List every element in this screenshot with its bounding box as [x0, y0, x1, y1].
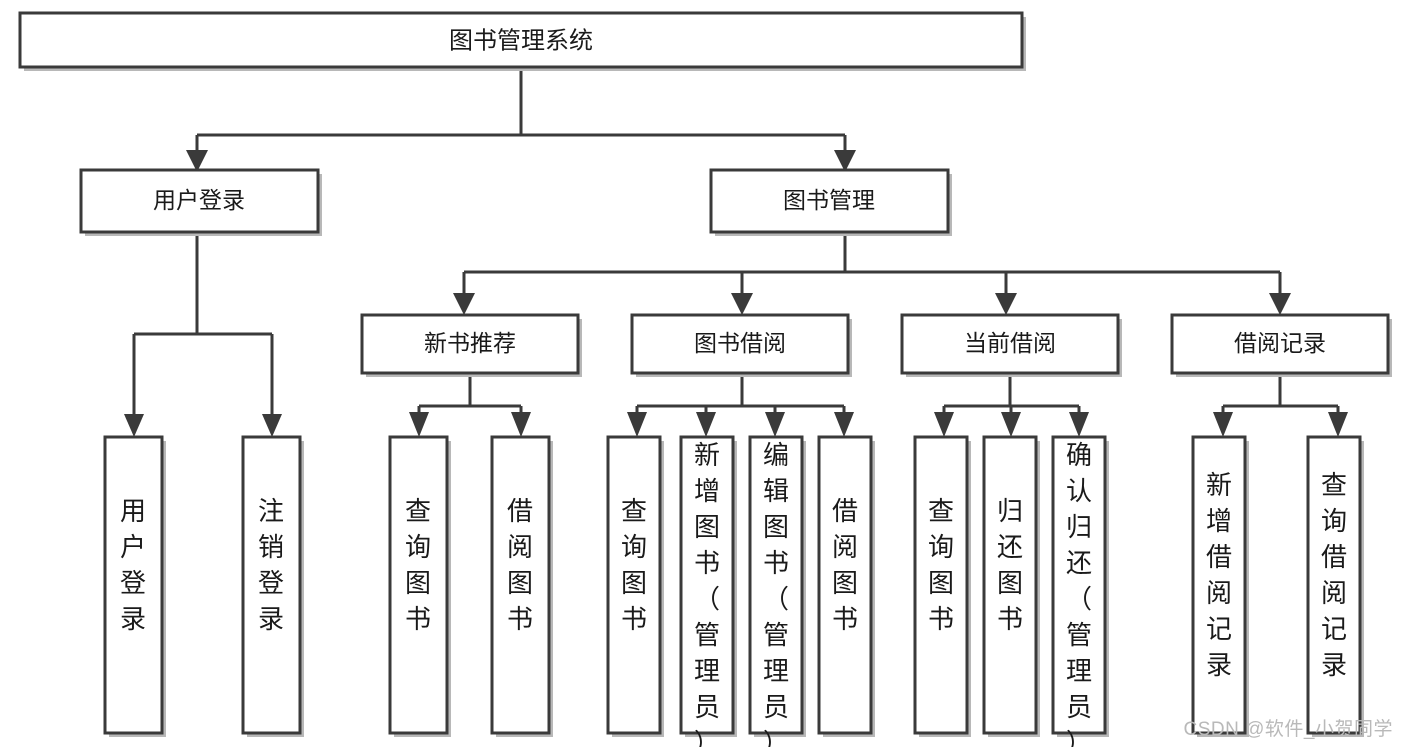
node-root-label: 图书管理系统	[449, 27, 593, 54]
leaf-new-book-0[interactable]: 查询图书	[388, 435, 451, 737]
leaf-borrow-record-1-box	[1306, 435, 1362, 735]
leaf-book-borrow-1-label: 新增图书（管理员）	[694, 440, 720, 747]
node-book-manage-label: 图书管理	[783, 187, 875, 213]
arrow-leaf-book-borrow-1	[696, 412, 716, 437]
leaf-user-login-0-label: 用户登录	[120, 496, 146, 634]
node-book-manage-box	[709, 168, 950, 234]
arrow-to-book-manage	[834, 150, 856, 172]
node-new-book-recommend[interactable]: 新书推荐	[360, 313, 582, 377]
node-book-borrow-label: 图书借阅	[694, 330, 786, 356]
leaf-current-borrow-0-label: 查询图书	[928, 496, 954, 634]
arrow-to-borrow-record	[1269, 293, 1291, 315]
node-root[interactable]: 图书管理系统	[18, 11, 1026, 71]
leaf-current-borrow-1-label: 归还图书	[997, 496, 1023, 634]
leaf-user-login-1-label: 注销登录	[258, 496, 284, 634]
arrow-leaf-current-borrow-2	[1069, 412, 1089, 437]
leaf-new-book-0-label: 查询图书	[405, 496, 431, 634]
node-borrow-record[interactable]: 借阅记录	[1170, 313, 1392, 377]
leaf-current-borrow-2-label: 确认归还（管理员）	[1066, 440, 1092, 747]
node-new-book-recommend-box	[360, 313, 580, 375]
node-book-manage[interactable]: 图书管理	[709, 168, 952, 236]
arrow-to-user-login	[186, 150, 208, 172]
leaf-book-borrow-0-label: 查询图书	[621, 496, 647, 634]
leaf-book-borrow-1-box	[679, 435, 735, 735]
node-root-box	[18, 11, 1024, 69]
arrow-leaf-borrow-record-1	[1328, 412, 1348, 437]
node-borrow-record-label: 借阅记录	[1234, 330, 1326, 356]
arrow-leaf-current-borrow-0	[934, 412, 954, 437]
leaf-new-book-1-label: 借阅图书	[507, 496, 533, 634]
leaf-book-borrow-2-label: 编辑图书（管理员）	[763, 440, 789, 747]
arrow-leaf-borrow-record-0	[1213, 412, 1233, 437]
leaf-user-login-0[interactable]: 用户登录	[103, 435, 166, 737]
leaf-book-borrow-0[interactable]: 查询图书	[606, 435, 664, 737]
node-user-login-box	[79, 168, 320, 234]
arrow-leaf-book-borrow-0	[627, 412, 647, 437]
arrow-leaf-book-borrow-3	[834, 412, 854, 437]
leaf-current-borrow-1[interactable]: 归还图书	[982, 435, 1040, 737]
leaf-current-borrow-0[interactable]: 查询图书	[913, 435, 971, 737]
leaf-borrow-record-0-box	[1191, 435, 1247, 735]
arrow-leaf-book-borrow-2	[765, 412, 785, 437]
node-borrow-record-box	[1170, 313, 1390, 375]
node-current-borrow-label: 当前借阅	[964, 330, 1056, 356]
leaf-borrow-record-1[interactable]: 查询借阅记录	[1306, 435, 1364, 737]
node-book-borrow-box	[630, 313, 850, 375]
arrow-to-current-borrow	[995, 293, 1017, 315]
arrow-to-new-book	[453, 293, 475, 315]
node-current-borrow[interactable]: 当前借阅	[900, 313, 1122, 377]
leaf-book-borrow-1[interactable]: 新增图书（管理员）	[679, 435, 737, 747]
leaf-book-borrow-2-box	[748, 435, 804, 735]
leaf-new-book-0-box	[388, 435, 449, 735]
leaf-borrow-record-1-label: 查询借阅记录	[1321, 470, 1347, 680]
node-book-borrow[interactable]: 图书借阅	[630, 313, 852, 377]
leaf-new-book-1-box	[490, 435, 551, 735]
leaf-book-borrow-3[interactable]: 借阅图书	[817, 435, 875, 737]
arrow-leaf-user-login-1	[262, 414, 282, 437]
leaf-current-borrow-0-box	[913, 435, 969, 735]
arrow-leaf-user-login-0	[124, 414, 144, 437]
leaf-book-borrow-2[interactable]: 编辑图书（管理员）	[748, 435, 806, 747]
leaf-book-borrow-3-box	[817, 435, 873, 735]
leaf-user-login-1[interactable]: 注销登录	[241, 435, 304, 737]
leaf-new-book-1[interactable]: 借阅图书	[490, 435, 553, 737]
arrow-leaf-current-borrow-1	[1001, 412, 1021, 437]
node-user-login-label: 用户登录	[153, 187, 245, 213]
node-current-borrow-box	[900, 313, 1120, 375]
edges-layer	[124, 67, 1348, 437]
leaf-current-borrow-1-box	[982, 435, 1038, 735]
arrow-to-book-borrow	[731, 293, 753, 315]
leaf-borrow-record-0-label: 新增借阅记录	[1206, 470, 1232, 680]
leaf-book-borrow-0-box	[606, 435, 662, 735]
leaf-user-login-0-box	[103, 435, 164, 735]
node-user-login[interactable]: 用户登录	[79, 168, 322, 236]
leaf-borrow-record-0[interactable]: 新增借阅记录	[1191, 435, 1249, 737]
arrow-leaf-new-book-0	[409, 412, 429, 437]
leaf-current-borrow-2[interactable]: 确认归还（管理员）	[1051, 435, 1109, 747]
leaf-user-login-1-box	[241, 435, 302, 735]
node-new-book-recommend-label: 新书推荐	[424, 330, 516, 356]
arrow-leaf-new-book-1	[511, 412, 531, 437]
leaf-current-borrow-2-box	[1051, 435, 1107, 735]
leaf-book-borrow-3-label: 借阅图书	[832, 496, 858, 634]
